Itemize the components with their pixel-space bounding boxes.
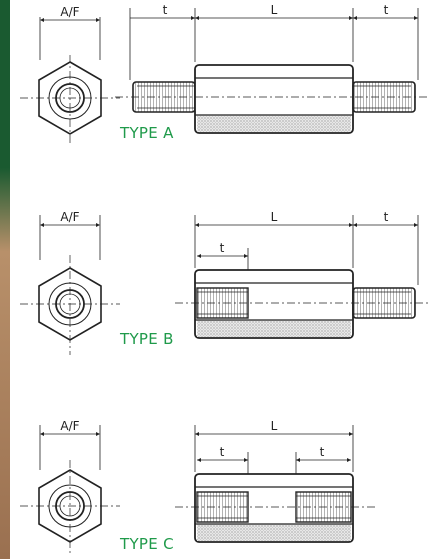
type-a-t-right-label: t	[384, 3, 389, 17]
type-a-t-left-label: t	[163, 3, 168, 17]
type-c-af-label: A/F	[60, 419, 79, 433]
type-b-l-label: L	[271, 210, 278, 224]
type-a-af-label: A/F	[60, 5, 79, 19]
type-b-hex-view: A/F	[20, 210, 120, 355]
type-a-side-view: t L t	[115, 3, 430, 134]
type-b-af-label: A/F	[60, 210, 79, 224]
type-b-t-inner-label: t	[220, 241, 225, 255]
type-b-side-view: L t t	[175, 210, 430, 339]
type-c-hex-view: A/F	[20, 419, 120, 555]
type-c-l-label: L	[271, 419, 278, 433]
type-c-t-left-label: t	[220, 445, 225, 459]
type-a-label: TYPE A	[120, 124, 174, 142]
type-c-side-view: L t t	[175, 419, 375, 543]
type-a-l-label: L	[271, 3, 278, 17]
type-c-group: A/F L t t	[20, 419, 375, 555]
type-b-t-right-label: t	[384, 210, 389, 224]
type-a-group: A/F t L t	[20, 3, 430, 145]
type-b-group: A/F L t t	[20, 210, 430, 355]
type-b-label: TYPE B	[120, 330, 174, 348]
left-edge-photo-strip	[0, 0, 10, 559]
type-c-label: TYPE C	[120, 535, 174, 553]
type-c-t-right-label: t	[320, 445, 325, 459]
type-a-hex-view: A/F	[20, 5, 120, 145]
